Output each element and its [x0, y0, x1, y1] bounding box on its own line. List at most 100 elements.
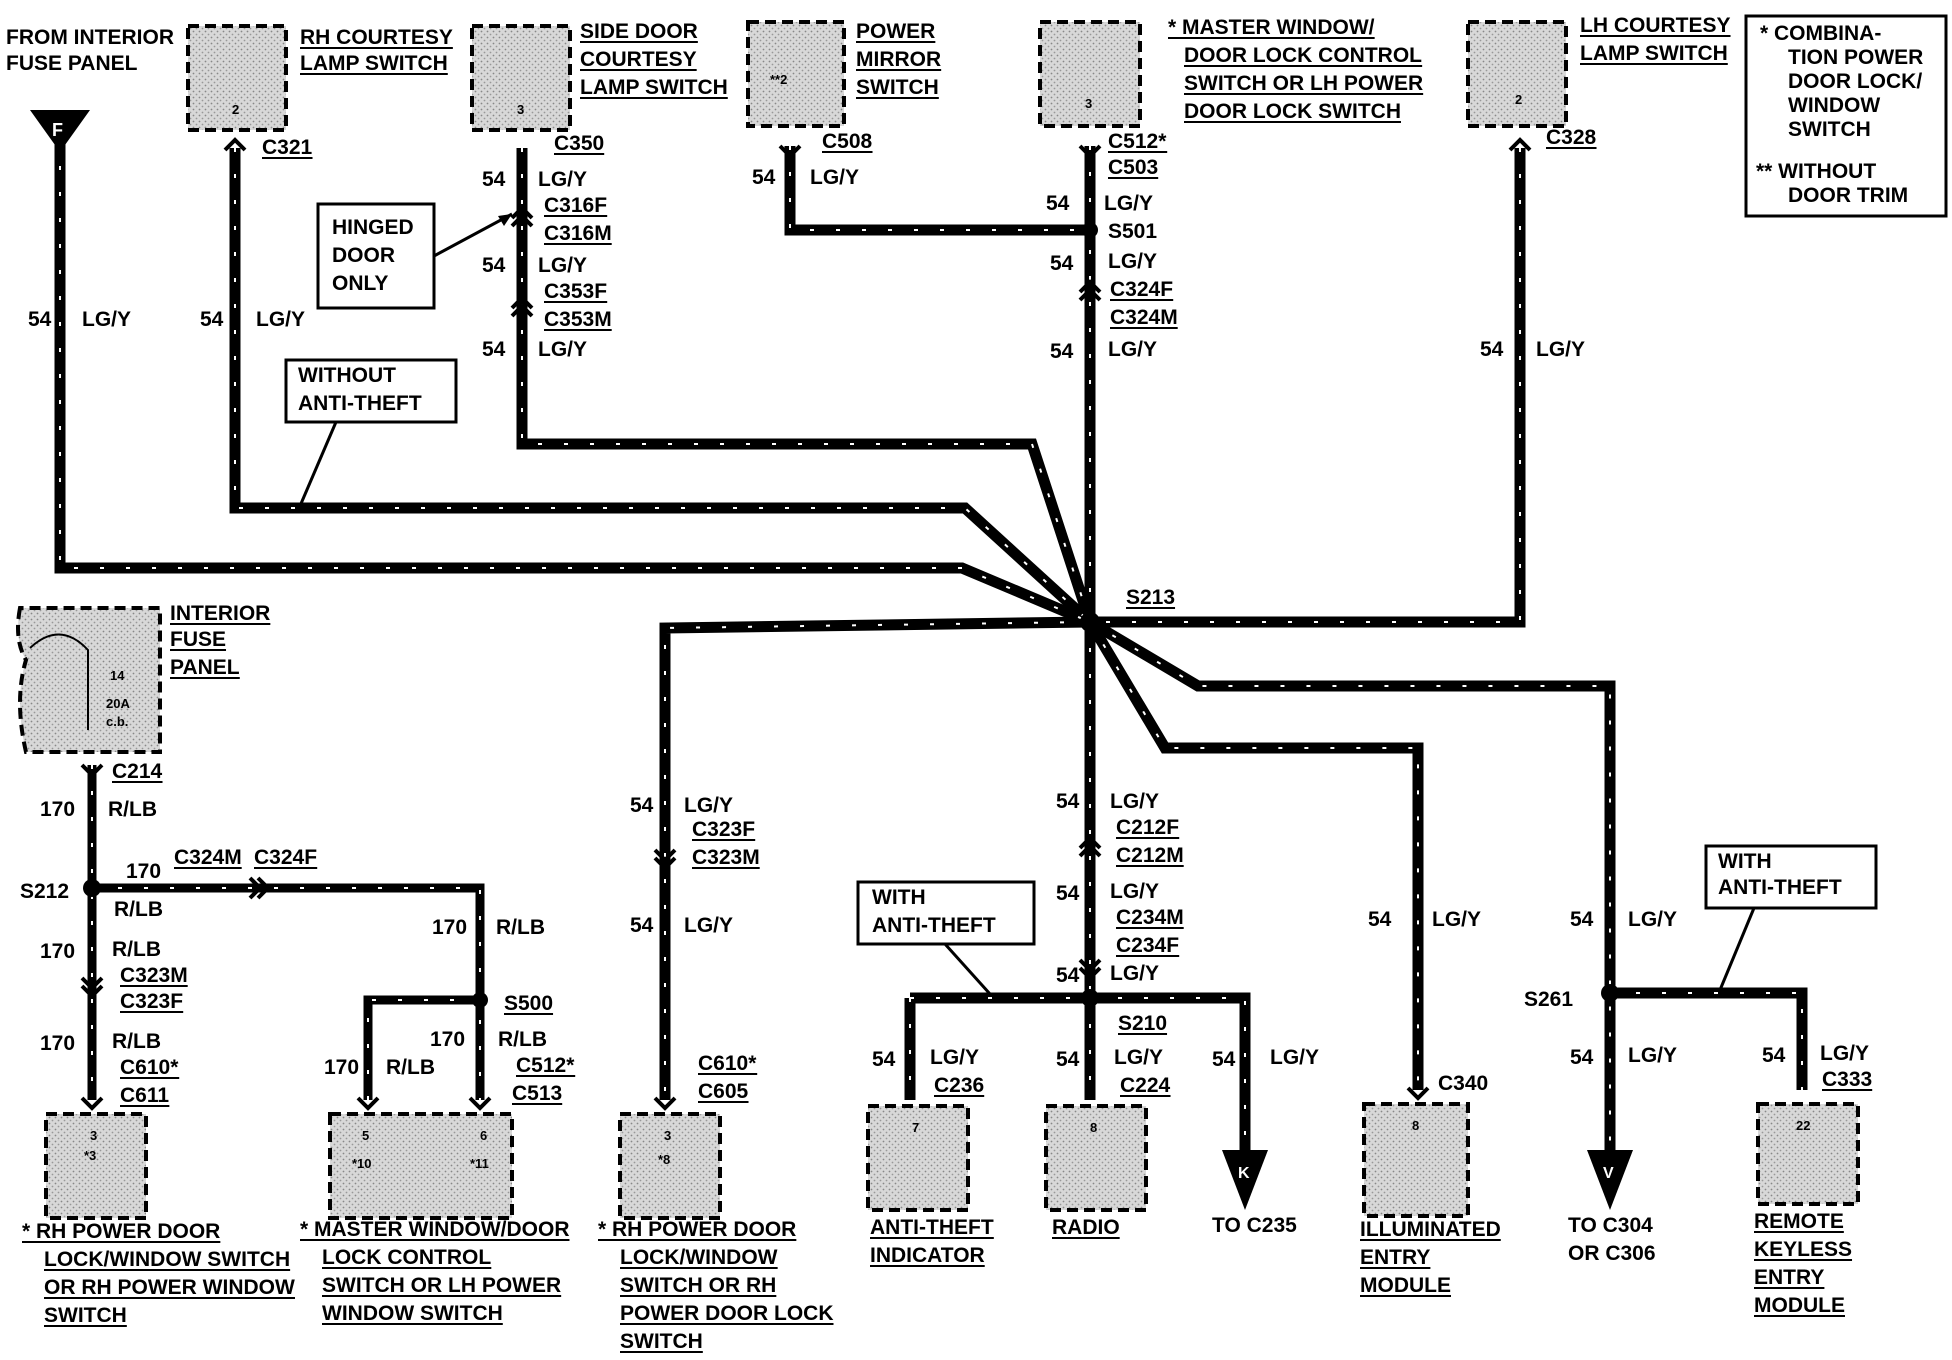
splice-s501-icon [1082, 222, 1098, 238]
label-lgy-o: LG/Y [1110, 962, 1159, 985]
label-lh-courtesy-2: LAMP SWITCH [1580, 42, 1728, 65]
label-lgy-v: LG/Y [1820, 1042, 1869, 1065]
lh-courtesy-pin: 2 [1515, 92, 1522, 107]
label-w54-o: 54 [1056, 964, 1080, 987]
label-side-door-1: SIDE DOOR [580, 20, 698, 43]
label-rlb-a: R/LB [108, 798, 157, 821]
label-lgy-f: LG/Y [810, 166, 859, 189]
label-w54-r: 54 [1212, 1048, 1236, 1071]
label-rh-power-1: * RH POWER DOOR [22, 1220, 220, 1243]
label-hinged-1: HINGED [332, 216, 414, 239]
label-w54-u: 54 [1570, 1046, 1594, 1069]
components: 2 3 **2 3 2 14 20A c.b. 3 *3 5 6 *10 *11… [16, 20, 1860, 1220]
label-w54-d: 54 [482, 254, 506, 277]
label-rh-lock-2: LOCK/WINDOW [620, 1246, 778, 1269]
label-c224: C224 [1120, 1074, 1171, 1097]
label-power-mirror-1: POWER [856, 20, 935, 43]
label-rke-3: ENTRY [1754, 1266, 1824, 1289]
wire-illuminated [1085, 619, 1424, 1090]
label-rh-lock-5: SWITCH [620, 1330, 703, 1353]
fuse-type: c.b. [106, 714, 128, 729]
splices [83, 222, 1619, 1008]
label-rke-2: KEYLESS [1754, 1238, 1852, 1261]
label-legend-5: SWITCH [1788, 118, 1871, 141]
label-c610-m: C610* [698, 1052, 757, 1075]
label-rlb-d: R/LB [112, 938, 161, 961]
label-c512-bot: C512* [516, 1054, 575, 1077]
master-window-pin: 3 [1085, 96, 1092, 111]
label-lgy-r: LG/Y [1270, 1046, 1319, 1069]
label-lgy-s: LG/Y [1432, 908, 1481, 931]
label-rh-courtesy-1: RH COURTESY [300, 26, 453, 49]
with-anti-theft-note-box-1 [856, 880, 1036, 946]
label-w170-e: 170 [40, 1032, 75, 1055]
label-rke-4: MODULE [1754, 1294, 1845, 1317]
rh-courtesy-lamp-switch-box [186, 24, 288, 132]
label-lgy-q: LG/Y [1114, 1046, 1163, 1069]
label-lgy-j: LG/Y [1536, 338, 1585, 361]
label-to-c235: TO C235 [1212, 1214, 1297, 1237]
wire-s210-branch [910, 992, 1251, 1150]
label-w54-k: 54 [630, 794, 654, 817]
label-rh-courtesy-2: LAMP SWITCH [300, 52, 448, 75]
label-lgy-h: LG/Y [1108, 250, 1157, 273]
without-anti-theft-note-box [284, 358, 458, 424]
label-c324f-mid: C324F [254, 846, 317, 869]
label-c328: C328 [1546, 126, 1597, 149]
label-lgy-l: LG/Y [684, 914, 733, 937]
label-w54-n: 54 [1056, 882, 1080, 905]
label-master-bot-1: * MASTER WINDOW/DOOR [300, 1218, 569, 1241]
label-radio: RADIO [1052, 1216, 1120, 1239]
wire-rh-door-lock [659, 616, 1091, 1100]
arrow-v-letter: V [1603, 1165, 1614, 1182]
label-side-door-2: COURTESY [580, 48, 697, 71]
label-c508: C508 [822, 130, 873, 153]
label-s210: S210 [1118, 1012, 1167, 1035]
label-c236: C236 [934, 1074, 984, 1097]
label-anti-theft-ind-2: INDICATOR [870, 1244, 985, 1267]
label-w54-v: 54 [1762, 1044, 1786, 1067]
interior-fuse-panel-box [16, 606, 162, 754]
label-rlb-b: R/LB [114, 898, 163, 921]
label-illum-1: ILLUMINATED [1360, 1218, 1501, 1241]
anti-theft-indicator-box [866, 1104, 970, 1212]
label-s501: S501 [1108, 220, 1157, 243]
label-lgy-m: LG/Y [1110, 790, 1159, 813]
label-w170-a: 170 [40, 798, 75, 821]
master-pin-5: 5 [362, 1128, 369, 1143]
side-door-pin: 3 [517, 102, 524, 117]
label-lgy-a: LG/Y [82, 308, 131, 331]
label-interior-fuse-2: FUSE [170, 628, 226, 651]
label-rlb-g: R/LB [386, 1056, 435, 1079]
label-c605: C605 [698, 1080, 749, 1103]
label-lh-courtesy-1: LH COURTESY [1580, 14, 1731, 37]
label-lgy-p: LG/Y [930, 1046, 979, 1069]
splice-s212-icon [83, 879, 101, 897]
label-legend-6: ** WITHOUT [1756, 160, 1876, 183]
label-w170-g: 170 [324, 1056, 359, 1079]
label-w170-c: 170 [432, 916, 467, 939]
rke-pin: 22 [1796, 1118, 1810, 1133]
label-w54-e: 54 [482, 338, 506, 361]
wire-rh-courtesy [229, 148, 1094, 627]
label-w54-c: 54 [482, 168, 506, 191]
label-c212m: C212M [1116, 844, 1184, 867]
label-w54-i: 54 [1050, 340, 1074, 363]
label-c234f: C234F [1116, 934, 1179, 957]
label-interior-fuse-3: PANEL [170, 656, 240, 679]
label-w54-j: 54 [1480, 338, 1504, 361]
legend-box [1744, 14, 1948, 218]
arrow-v-icon [1587, 1150, 1633, 1210]
label-lgy-k: LG/Y [684, 794, 733, 817]
label-w54-t: 54 [1570, 908, 1594, 931]
remote-keyless-entry-module-box [1756, 1102, 1860, 1206]
label-master-window-2: DOOR LOCK CONTROL [1184, 44, 1422, 67]
label-w54-b: 54 [200, 308, 224, 331]
label-with-at-1-b: ANTI-THEFT [872, 914, 996, 937]
master-pin-10: *10 [352, 1156, 372, 1171]
label-w54-g: 54 [1046, 192, 1070, 215]
wire-s261 [1087, 617, 1616, 1150]
label-s213: S213 [1126, 586, 1175, 609]
master-window-switch-box [1038, 20, 1142, 128]
